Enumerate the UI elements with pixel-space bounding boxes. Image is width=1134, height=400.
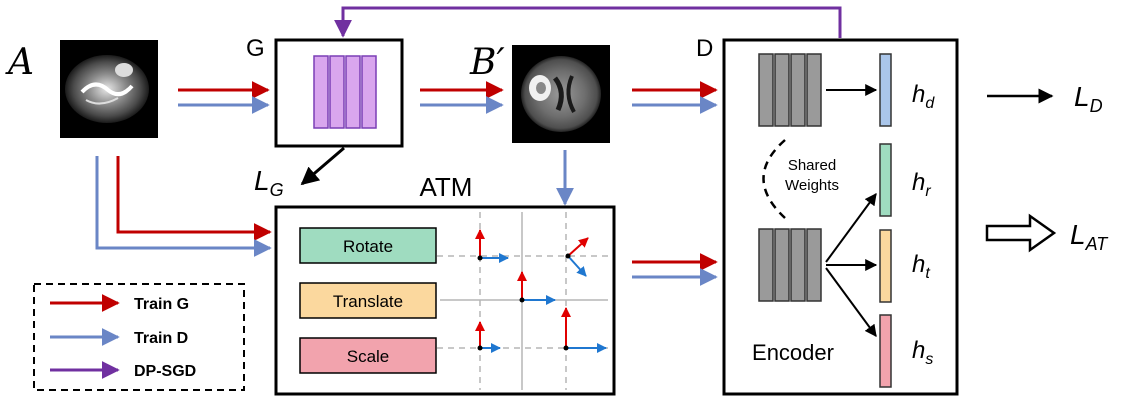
shared-weights-text-line2: Weights [785, 177, 839, 194]
loss-g: LG [254, 165, 284, 200]
legend-train-d-label: Train D [134, 330, 188, 347]
arrow-g-to-loss [300, 146, 345, 186]
arrow-a-to-atm-blue [95, 156, 272, 257]
head-t-bar [879, 229, 892, 303]
scale-vectors [475, 307, 607, 353]
mri-image-a [60, 40, 158, 138]
mri-image-b [512, 45, 610, 143]
transform-translate-box [299, 282, 437, 319]
input-b-label: B′ [469, 42, 505, 83]
transform-rotate-label: Rotate [343, 237, 393, 256]
head-s-label: hs [912, 337, 933, 368]
loss-at: LAT [1070, 219, 1109, 254]
head-r-bar [879, 143, 892, 217]
transform-rotate-box [299, 227, 437, 264]
legend-train-g-label: Train G [134, 296, 189, 313]
atm-title: ATM [420, 172, 473, 202]
shared-weights-arc [762, 139, 786, 219]
transform-scale-box [299, 337, 437, 374]
arrow-a-to-atm-red [116, 156, 272, 241]
loss-d: LD [1074, 81, 1103, 116]
translate-vectors [517, 271, 556, 305]
head-d-bar [879, 53, 892, 127]
encoder-layers-top [758, 53, 822, 127]
head-t-label: ht [912, 251, 930, 282]
shared-weights-text-line1: Shared [788, 157, 836, 174]
arrow-enc-to-hr [825, 193, 877, 263]
transform-translate-label: Translate [333, 292, 403, 311]
head-r-label: hr [912, 169, 931, 200]
head-s-bar [879, 314, 892, 388]
transform-scale-label: Scale [347, 347, 390, 366]
head-d-label: hd [912, 81, 935, 112]
input-a-label: A [5, 42, 34, 83]
legend-dp-sgd-label: DP-SGD [134, 363, 196, 380]
hollow-arrow-to-loss-at [985, 213, 1057, 253]
encoder-layers-bottom [758, 228, 822, 302]
generator-label: G [246, 35, 265, 62]
encoder-label: Encoder [752, 340, 834, 365]
generator-layers [313, 55, 377, 129]
rotate-vectors [475, 229, 589, 277]
discriminator-label: D [696, 35, 713, 62]
dp-sgd-feedback-arrow [334, 6, 842, 38]
arrow-enc-to-hs [825, 267, 877, 337]
